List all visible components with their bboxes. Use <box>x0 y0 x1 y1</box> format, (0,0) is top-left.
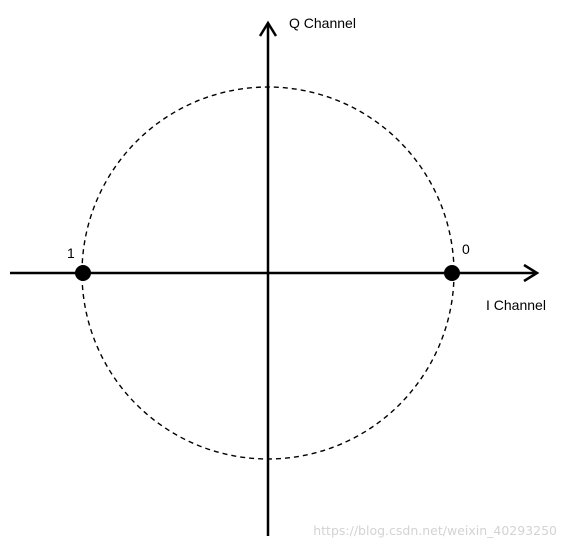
q-axis-label: Q Channel <box>289 15 356 31</box>
point-label-0: 0 <box>462 241 470 257</box>
i-axis-arrowhead <box>523 263 540 283</box>
constellation-point-1 <box>75 265 91 281</box>
q-axis-arrowhead <box>258 20 278 37</box>
i-axis-label: I Channel <box>486 297 546 313</box>
watermark-text: https://blog.csdn.net/weixin_40293250 <box>313 523 557 538</box>
point-label-1: 1 <box>67 245 75 261</box>
constellation-point-0 <box>444 265 460 281</box>
